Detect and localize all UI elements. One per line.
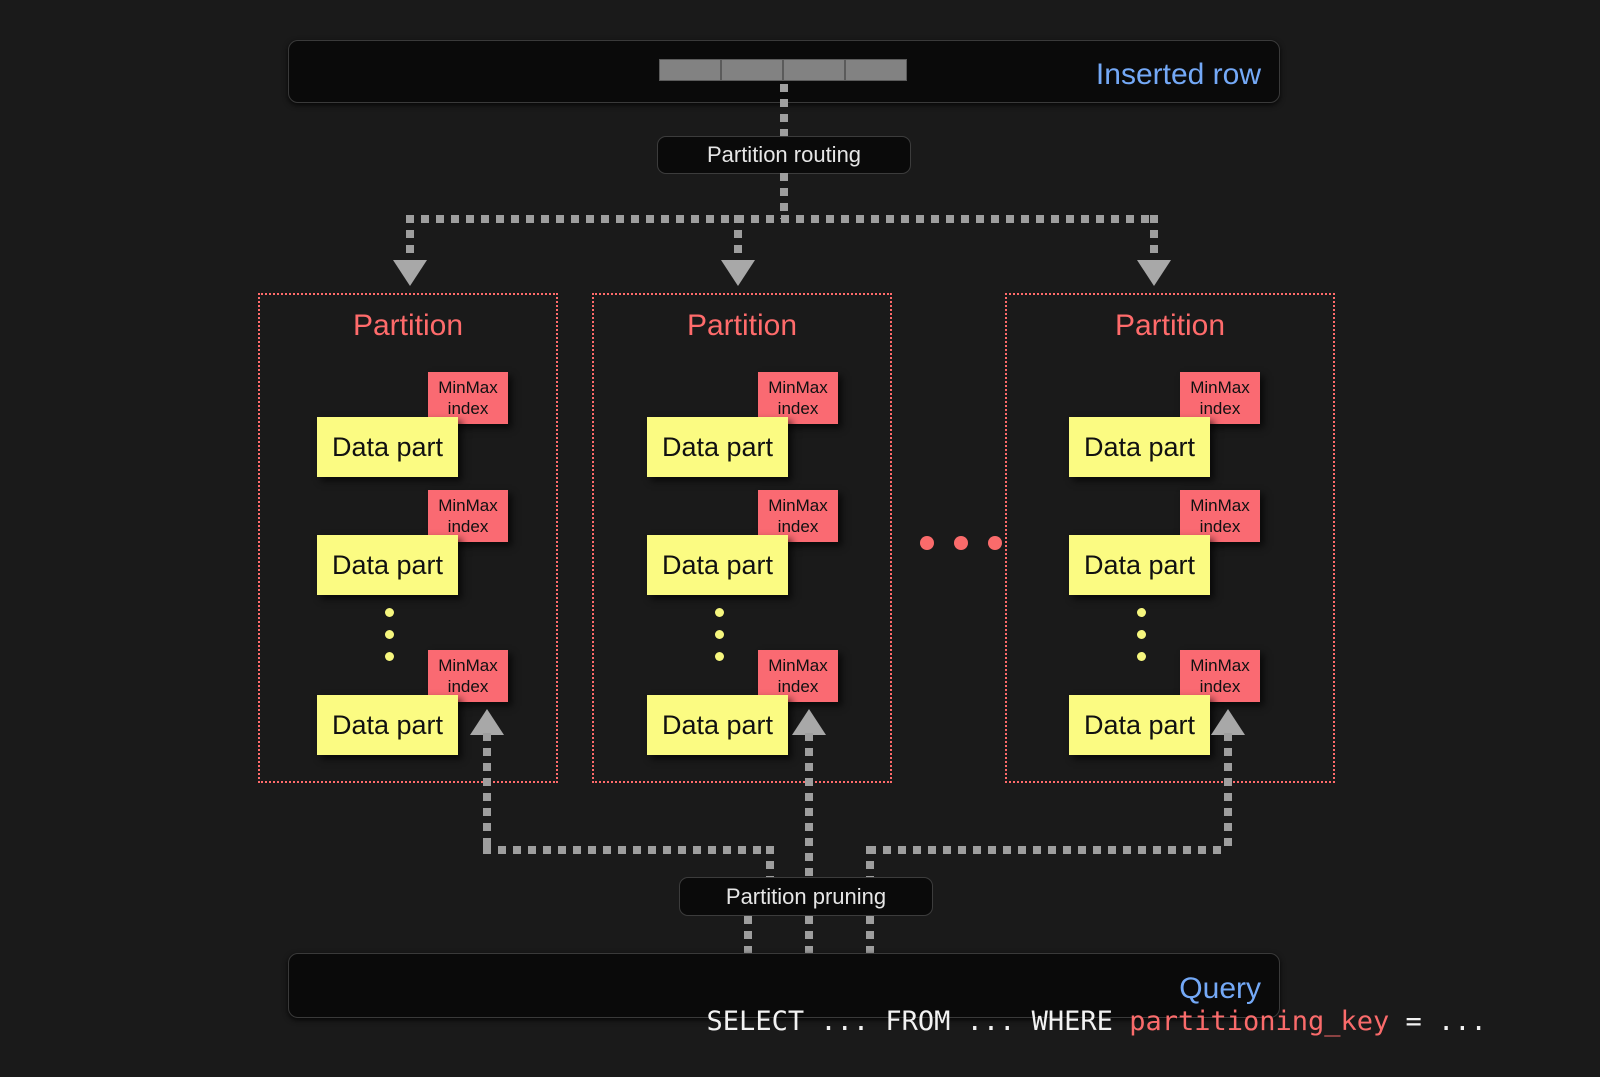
row-cell: [659, 59, 721, 81]
data-part-box: Data part: [317, 695, 458, 755]
connector-bus-to-pruning-left: [766, 846, 774, 884]
fanin-bus-right: [868, 846, 1228, 854]
partition-pruning-box: Partition pruning: [679, 877, 933, 916]
between-partitions-ellipsis: [920, 536, 1002, 550]
data-part-box: Data part: [317, 417, 458, 477]
data-part-box: Data part: [1069, 535, 1210, 595]
arrow-into-data-part-1: [470, 709, 504, 735]
arrow-into-partition-3: [1137, 260, 1171, 286]
connector-bus-to-partition-3: [1150, 215, 1158, 265]
data-part-box: Data part: [317, 535, 458, 595]
fanout-bus: [406, 215, 1158, 223]
arrow-into-data-part-2: [792, 709, 826, 735]
data-part-box: Data part: [647, 535, 788, 595]
arrow-into-data-part-3: [1211, 709, 1245, 735]
data-part-box: Data part: [647, 695, 788, 755]
partition-title: Partition: [1114, 309, 1226, 342]
partition-title: Partition: [352, 309, 464, 342]
connector-pruning-to-query-right: [866, 916, 874, 954]
partition-title: Partition: [686, 309, 798, 342]
connector-routing-to-bus: [780, 173, 788, 219]
connector-bus-to-partition-2: [734, 215, 742, 265]
arrow-into-partition-2: [721, 260, 755, 286]
fanin-bus-left: [483, 846, 768, 854]
vertical-ellipsis: [1137, 608, 1146, 674]
connector-bus-to-partition-1: [406, 215, 414, 265]
connector-bus-to-pruning-right: [866, 846, 874, 884]
query-label: Query: [1179, 972, 1261, 1005]
row-cell: [721, 59, 783, 81]
connector-pruning-to-partition-3: [1224, 733, 1232, 846]
data-part-box: Data part: [1069, 417, 1210, 477]
data-part-box: Data part: [1069, 695, 1210, 755]
inserted-row-label: Inserted row: [1095, 58, 1261, 91]
query-sql-suffix: = ...: [1389, 1006, 1487, 1037]
connector-pruning-to-query-center: [805, 916, 813, 954]
row-cell: [845, 59, 907, 81]
arrow-into-partition-1: [393, 260, 427, 286]
connector-row-to-routing: [780, 84, 788, 138]
connector-pruning-to-partition-1: [483, 733, 491, 846]
partition-routing-box: Partition routing: [657, 136, 911, 174]
connector-center-through-pruning: [805, 733, 813, 893]
row-cell: [783, 59, 845, 81]
vertical-ellipsis: [385, 608, 394, 674]
connector-pruning-to-query-left: [744, 916, 752, 954]
query-sql-text: SELECT ... FROM ... WHERE partitioning_k…: [609, 975, 1487, 1068]
query-sql-key: partitioning_key: [1129, 1006, 1390, 1037]
query-sql-prefix: SELECT ... FROM ... WHERE: [706, 1006, 1130, 1037]
data-part-box: Data part: [647, 417, 788, 477]
query-panel: SELECT ... FROM ... WHERE partitioning_k…: [288, 953, 1487, 1037]
vertical-ellipsis: [715, 608, 724, 674]
inserted-row-cells: [659, 59, 907, 81]
